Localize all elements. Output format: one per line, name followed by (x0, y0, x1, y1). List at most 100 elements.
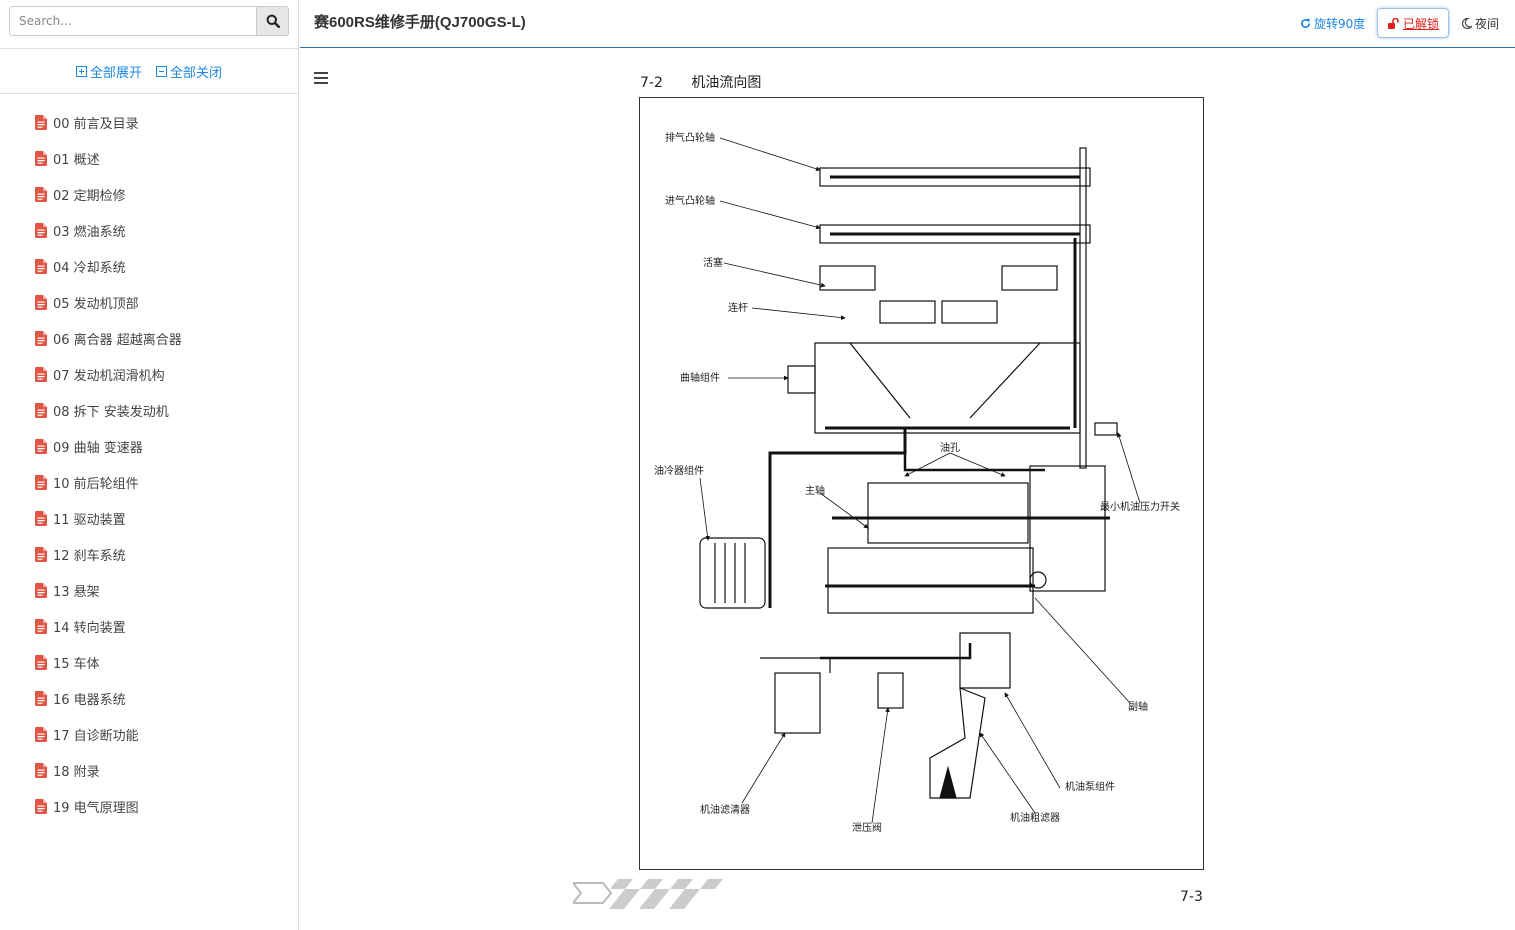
rotate-icon (1301, 17, 1311, 28)
rotate-label: 旋转90度 (1314, 16, 1366, 31)
chapter-item[interactable]: 07 发动机润滑机构 (0, 356, 298, 392)
chapter-label: 15 车体 (53, 656, 100, 672)
chapter-label: 17 自诊断功能 (53, 728, 139, 744)
pdf-file-icon (35, 654, 47, 670)
chapter-label: 11 驱动装置 (53, 512, 126, 528)
pdf-file-icon (35, 186, 47, 202)
chapter-item[interactable]: 01 概述 (0, 140, 298, 176)
chapter-list: 00 前言及目录 01 概述 02 定期检修 03 燃油系统 (0, 104, 298, 824)
chapter-item[interactable]: 17 自诊断功能 (0, 716, 298, 752)
chapter-label: 19 电气原理图 (53, 800, 139, 816)
chapter-item[interactable]: 05 发动机顶部 (0, 284, 298, 320)
plus-square-icon (75, 65, 87, 77)
expand-all-button[interactable]: 全部展开 (75, 62, 142, 81)
pdf-file-icon (35, 438, 47, 454)
search-input[interactable] (9, 6, 256, 36)
section-heading: 7-2 机油流向图 (640, 72, 761, 92)
section-title: 机油流向图 (691, 75, 762, 91)
pdf-file-icon (35, 726, 47, 742)
chapter-item[interactable]: 14 转向装置 (0, 608, 298, 644)
engine-schematic: 排气凸轮轴 进气凸轮轴 活塞 连杆 曲轴组件 油孔 油冷器组件 主轴 最小机油压… (654, 131, 1180, 834)
document-page: 7-2 机油流向图 (570, 60, 1220, 930)
oil-flow-diagram: 排气凸轮轴 进气凸轮轴 活塞 连杆 曲轴组件 油孔 油冷器组件 主轴 最小机油压… (639, 97, 1204, 870)
collapse-all-label: 全部关闭 (170, 65, 223, 81)
rotate-button[interactable]: 旋转90度 (1300, 8, 1365, 38)
chapter-label: 03 燃油系统 (53, 224, 126, 240)
checkered-flag-decoration (573, 879, 723, 909)
chapter-item[interactable]: 12 刹车系统 (0, 536, 298, 572)
pdf-file-icon (35, 402, 47, 418)
pdf-file-icon (35, 258, 47, 274)
unlock-button[interactable]: 已解锁 (1377, 8, 1449, 38)
label-crankshaft: 曲轴组件 (680, 371, 720, 384)
search-bar (9, 6, 289, 36)
chapter-item[interactable]: 13 悬架 (0, 572, 298, 608)
chapter-item[interactable]: 10 前后轮组件 (0, 464, 298, 500)
chapter-item[interactable]: 06 离合器 超越离合器 (0, 320, 298, 356)
pdf-file-icon (35, 798, 47, 814)
label-intake-camshaft: 进气凸轮轴 (665, 194, 715, 207)
chapter-label: 13 悬架 (53, 584, 100, 600)
unlock-icon (1388, 17, 1399, 29)
minus-square-icon (156, 65, 167, 77)
chapter-item[interactable]: 02 定期检修 (0, 176, 298, 212)
document-title: 赛600RS维修手册(QJ700GS-L) (314, 14, 526, 31)
chapter-label: 01 概述 (53, 152, 100, 168)
label-oil-cooler: 油冷器组件 (654, 464, 704, 477)
search-button[interactable] (256, 6, 289, 36)
moon-icon (1462, 17, 1472, 29)
search-icon (266, 14, 280, 28)
chapter-label: 02 定期检修 (53, 188, 126, 204)
chapter-item[interactable]: 18 附录 (0, 752, 298, 788)
chapter-label: 07 发动机润滑机构 (53, 368, 165, 384)
chapter-label: 12 刹车系统 (53, 548, 126, 564)
label-exhaust-camshaft: 排气凸轮轴 (665, 131, 715, 144)
pdf-file-icon (35, 150, 47, 166)
chapter-label: 18 附录 (53, 764, 100, 780)
chapter-label: 14 转向装置 (53, 620, 126, 636)
chapter-label: 10 前后轮组件 (53, 476, 139, 492)
chapter-item[interactable]: 16 电器系统 (0, 680, 298, 716)
menu-toggle-icon[interactable] (314, 72, 328, 84)
night-label: 夜间 (1475, 16, 1500, 31)
expand-collapse-bar: 全部展开 全部关闭 (0, 48, 298, 94)
chapter-label: 08 拆下 安装发动机 (53, 404, 169, 420)
pdf-file-icon (35, 690, 47, 706)
label-oil-strainer: 机油粗滤器 (1010, 811, 1060, 824)
label-counter-shaft: 副轴 (1128, 700, 1148, 713)
label-main-shaft: 主轴 (805, 484, 825, 497)
pdf-file-icon (35, 474, 47, 490)
page-number: 7-3 (1180, 889, 1203, 905)
chapter-label: 09 曲轴 变速器 (53, 440, 143, 456)
chapter-item[interactable]: 00 前言及目录 (0, 104, 298, 140)
chapter-label: 05 发动机顶部 (53, 296, 139, 312)
pdf-file-icon (35, 582, 47, 598)
chapter-item[interactable]: 09 曲轴 变速器 (0, 428, 298, 464)
label-connecting-rod: 连杆 (728, 301, 748, 314)
pdf-file-icon (35, 546, 47, 562)
section-number: 7-2 (640, 75, 663, 91)
pdf-file-icon (35, 762, 47, 778)
sidebar: 全部展开 全部关闭 00 前言及目录 01 概述 (0, 0, 299, 930)
pdf-file-icon (35, 510, 47, 526)
collapse-all-button[interactable]: 全部关闭 (156, 62, 222, 81)
label-relief-valve: 泄压阀 (852, 821, 882, 834)
chapter-item[interactable]: 04 冷却系统 (0, 248, 298, 284)
chapter-item[interactable]: 03 燃油系统 (0, 212, 298, 248)
chapter-item[interactable]: 11 驱动装置 (0, 500, 298, 536)
top-bar: 赛600RS维修手册(QJ700GS-L) 旋转90度 已解锁 夜间 (300, 0, 1515, 48)
pdf-file-icon (35, 366, 47, 382)
chapter-item[interactable]: 19 电气原理图 (0, 788, 298, 824)
label-oil-hole: 油孔 (940, 441, 960, 454)
chapter-label: 00 前言及目录 (53, 116, 139, 132)
chapter-item[interactable]: 15 车体 (0, 644, 298, 680)
label-oil-pump: 机油泵组件 (1065, 780, 1115, 793)
chapter-label: 04 冷却系统 (53, 260, 126, 276)
label-min-oil-pressure-switch: 最小机油压力开关 (1100, 500, 1180, 513)
chapter-item[interactable]: 08 拆下 安装发动机 (0, 392, 298, 428)
chapter-label: 06 离合器 超越离合器 (53, 332, 182, 348)
pdf-file-icon (35, 222, 47, 238)
night-mode-button[interactable]: 夜间 (1462, 8, 1499, 38)
pdf-file-icon (35, 114, 47, 130)
label-piston: 活塞 (703, 256, 723, 269)
